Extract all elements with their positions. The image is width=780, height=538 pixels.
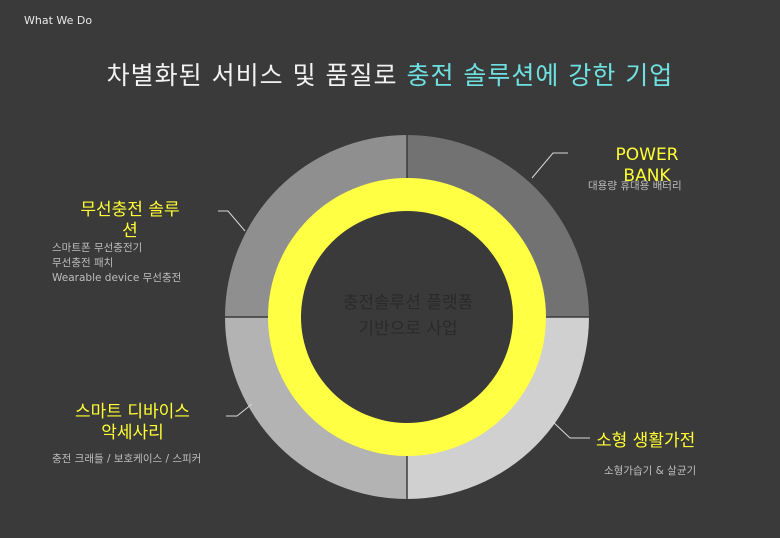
desc-power-bank-line1: 대용량 휴대용 배터리	[588, 180, 682, 192]
label-power-bank-line1: POWER	[615, 145, 679, 165]
page-title: 차별화된 서비스 및 품질로 충전 솔루션에 강한 기업	[0, 56, 780, 92]
desc-wireless-charging-line1: 스마트폰 무선충전기	[52, 242, 143, 254]
center-line-2: 기반으로 사업	[358, 319, 458, 340]
desc-wireless-charging-line3: Wearable device 무선충전	[52, 272, 182, 285]
title-highlight: 충전 솔루션에 강한 기업	[406, 61, 674, 90]
label-wireless-charging-line1: 무선충전 솔루	[80, 200, 180, 220]
desc-small-appliances: 소형가습기 & 살균기	[604, 464, 744, 479]
leader-line-bottom-left	[226, 403, 253, 417]
desc-smart-device-accessories: 충전 크래들 / 보호케이스 / 스피커	[52, 452, 252, 467]
center-text: 충전솔루션 플랫폼 기반으로 사업	[300, 290, 516, 343]
label-wireless-charging: 무선충전 솔루 션	[50, 200, 210, 243]
leader-line-top-right	[531, 152, 568, 179]
label-accessories-line2: 악세사리	[101, 423, 164, 444]
label-small-appliances-line1: 소형 생활가전	[596, 431, 696, 451]
label-power-bank: POWER BANK	[592, 145, 702, 188]
center-line-1: 충전솔루션 플랫폼	[342, 293, 474, 313]
desc-wireless-charging-line2: 무선충전 패치	[52, 257, 114, 270]
section-label: What We Do	[24, 14, 93, 27]
leader-line-top-left	[218, 210, 246, 232]
desc-wireless-charging: 스마트폰 무선충전기 무선충전 패치 Wearable device 무선충전	[52, 241, 222, 287]
leader-line-bottom-right	[551, 420, 590, 439]
inner-circle	[301, 211, 513, 423]
label-power-bank-line2: BANK	[623, 166, 671, 187]
desc-accessories-line1: 충전 크래들 / 보호케이스 / 스피커	[52, 453, 202, 465]
label-smart-device-accessories: 스마트 디바이스 악세사리	[50, 402, 215, 445]
label-accessories-line1: 스마트 디바이스	[75, 402, 190, 422]
desc-power-bank: 대용량 휴대용 배터리	[588, 179, 728, 194]
label-wireless-charging-line2: 션	[122, 221, 138, 242]
desc-small-appliances-line1: 소형가습기 & 살균기	[604, 465, 697, 477]
title-prefix: 차별화된 서비스 및 품질로	[106, 61, 407, 90]
label-small-appliances: 소형 생활가전	[596, 431, 731, 452]
